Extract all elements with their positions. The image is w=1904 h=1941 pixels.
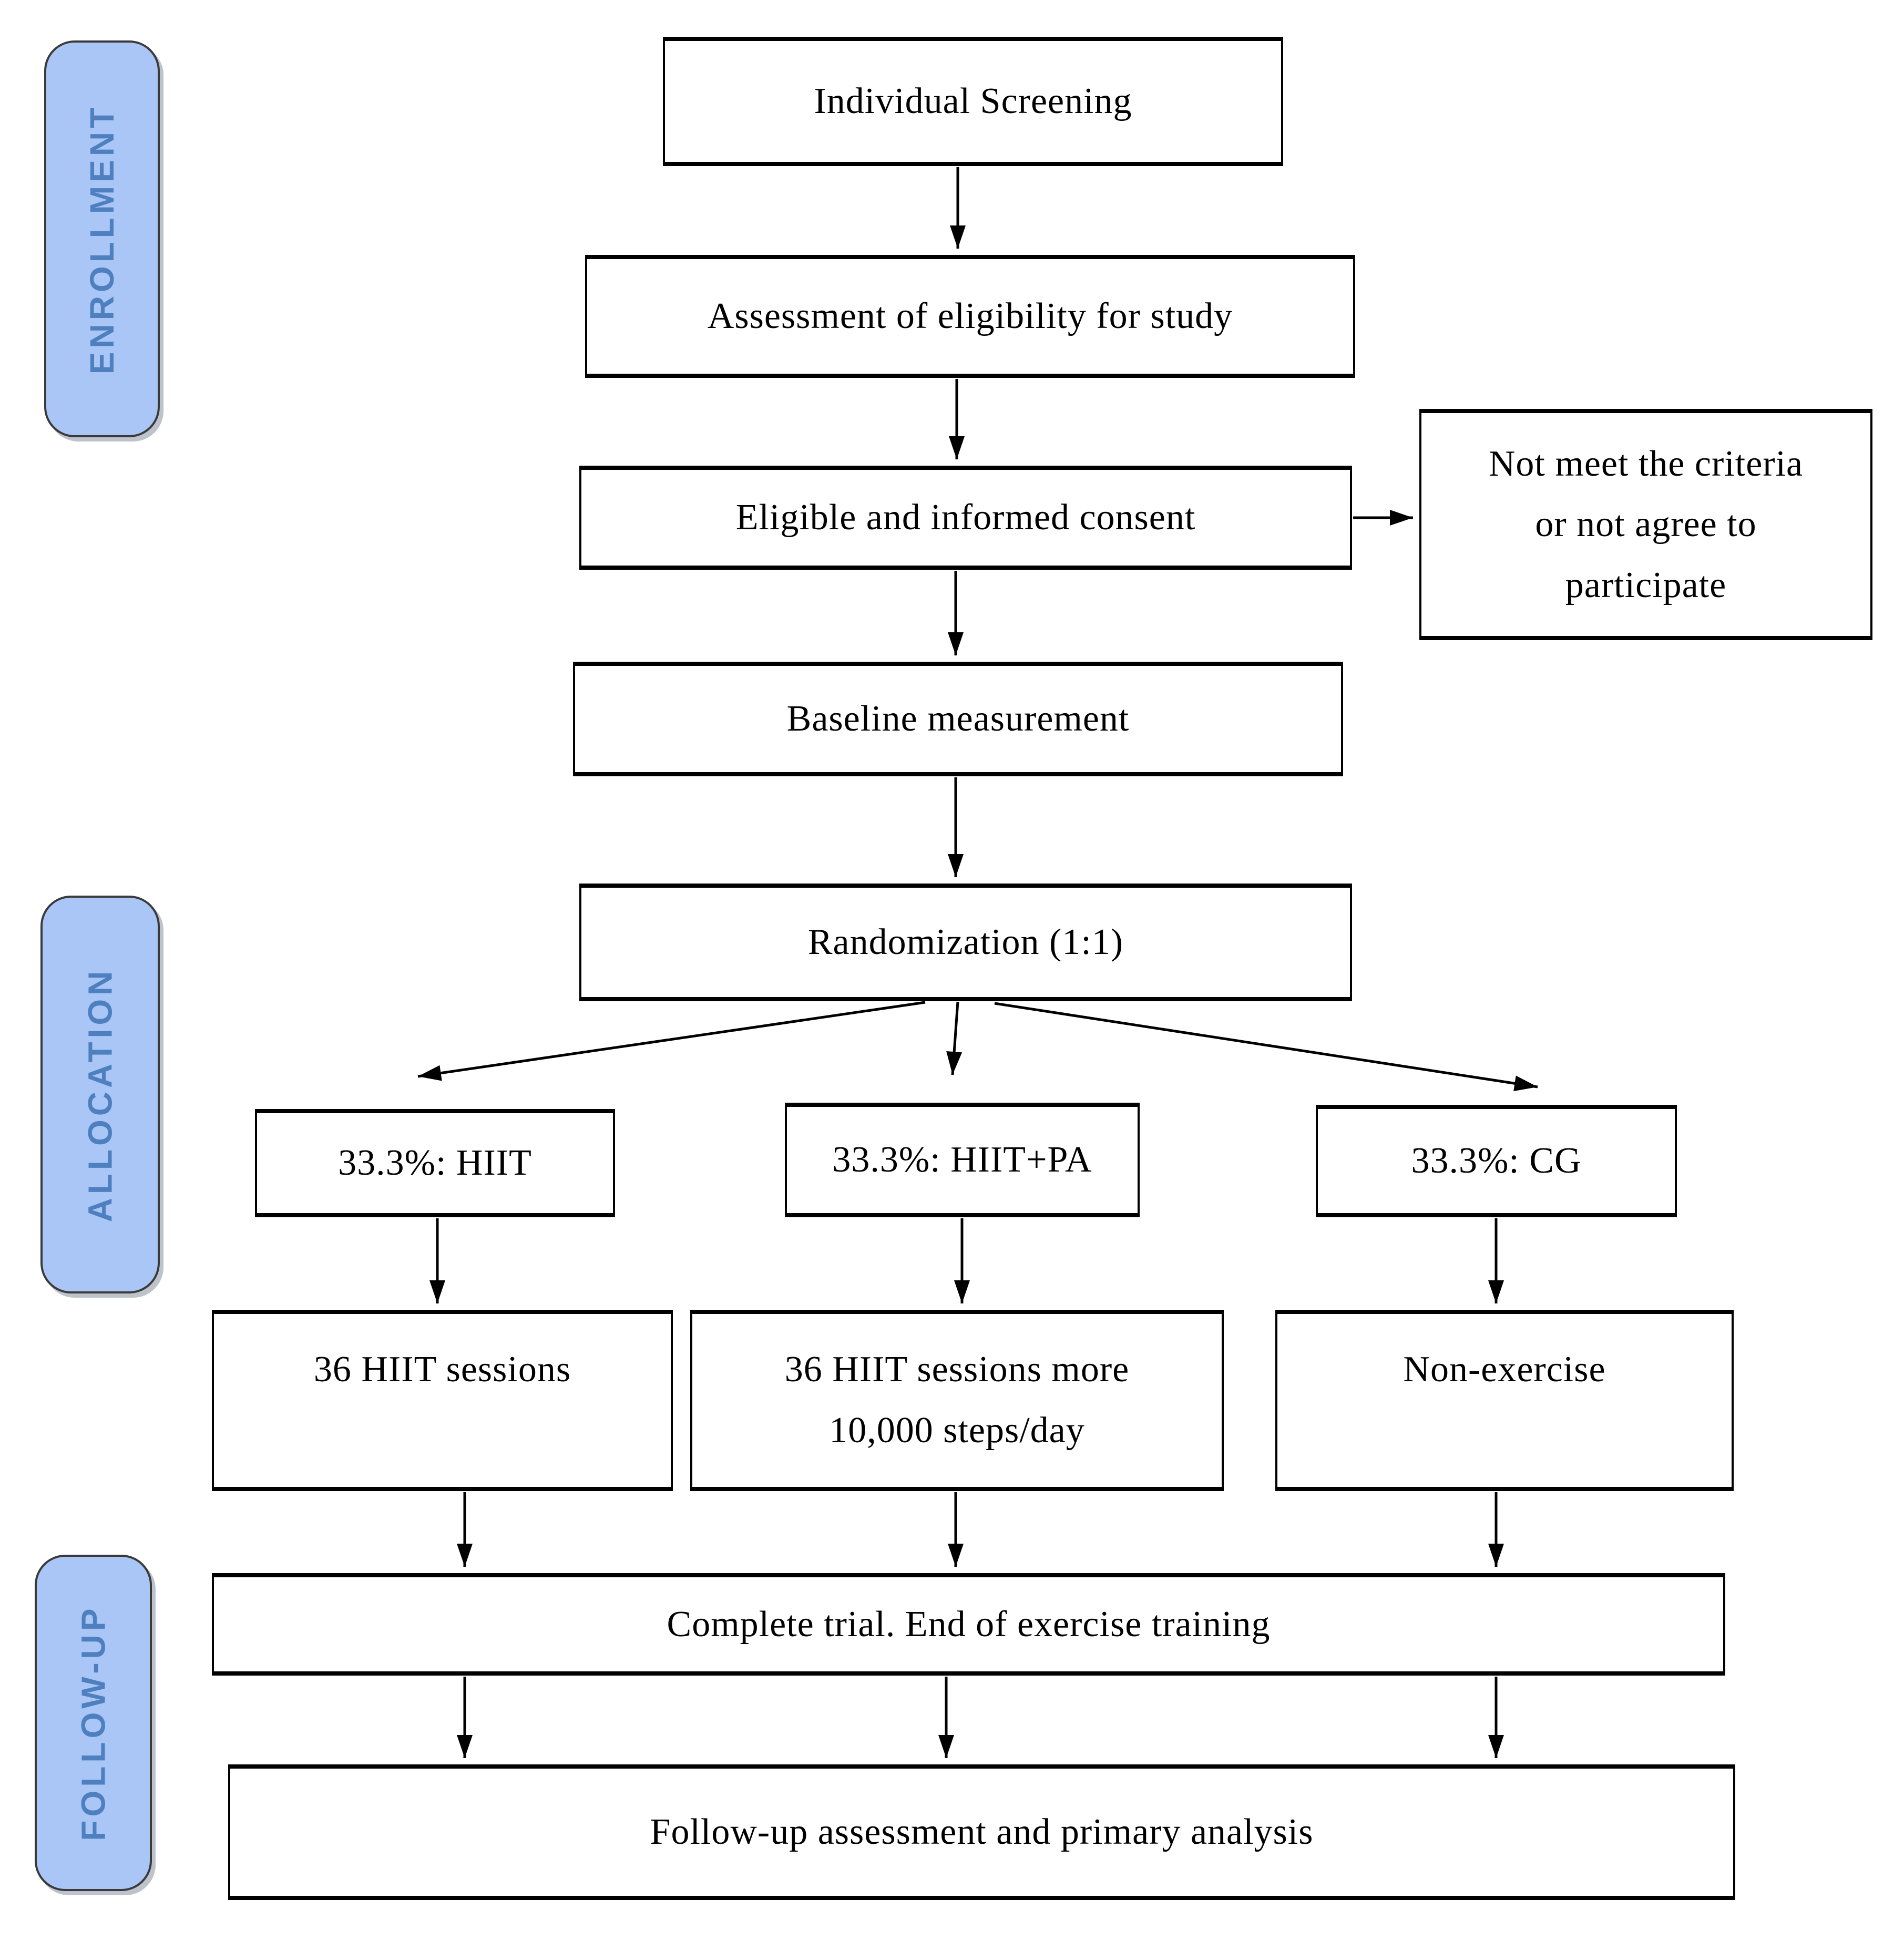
node-alloc-hiit-pa: 33.3%: HIIT+PA (785, 1103, 1140, 1217)
stage-label-enrollment-text: ENROLLMENT (83, 104, 121, 374)
node-hiit-sessions: 36 HIIT sessions (212, 1310, 673, 1491)
stage-label-allocation-text: ALLOCATION (81, 967, 119, 1222)
stage-label-follow-up: FOLLOW-UP (35, 1555, 152, 1891)
node-alloc-cg: 33.3%: CG (1316, 1105, 1677, 1217)
node-eligible-consent: Eligible and informed consent (579, 466, 1352, 570)
arrow-randomization-to-hiit (417, 1001, 926, 1081)
node-individual-screening: Individual Screening (663, 37, 1283, 166)
node-followup-assessment: Follow-up assessment and primary analysi… (228, 1764, 1735, 1900)
node-non-exercise: Non-exercise (1275, 1310, 1734, 1491)
node-hiit-pa-sessions: 36 HIIT sessions more 10,000 steps/day (690, 1310, 1224, 1491)
node-complete-trial: Complete trial. End of exercise training (212, 1573, 1725, 1676)
arrow-randomization-to-hiit-pa (946, 1001, 963, 1075)
stage-label-follow-up-text: FOLLOW-UP (74, 1605, 112, 1841)
node-exclusion-criteria: Not meet the criteria or not agree to pa… (1419, 409, 1872, 640)
stage-label-allocation: ALLOCATION (40, 896, 160, 1293)
node-assessment-eligibility: Assessment of eligibility for study (585, 255, 1355, 378)
arrow-randomization-to-cg (994, 1002, 1538, 1092)
node-baseline-measurement: Baseline measurement (573, 662, 1343, 776)
node-alloc-hiit: 33.3%: HIIT (255, 1109, 615, 1217)
stage-label-enrollment: ENROLLMENT (44, 40, 160, 437)
node-randomization: Randomization (1:1) (579, 884, 1352, 1001)
